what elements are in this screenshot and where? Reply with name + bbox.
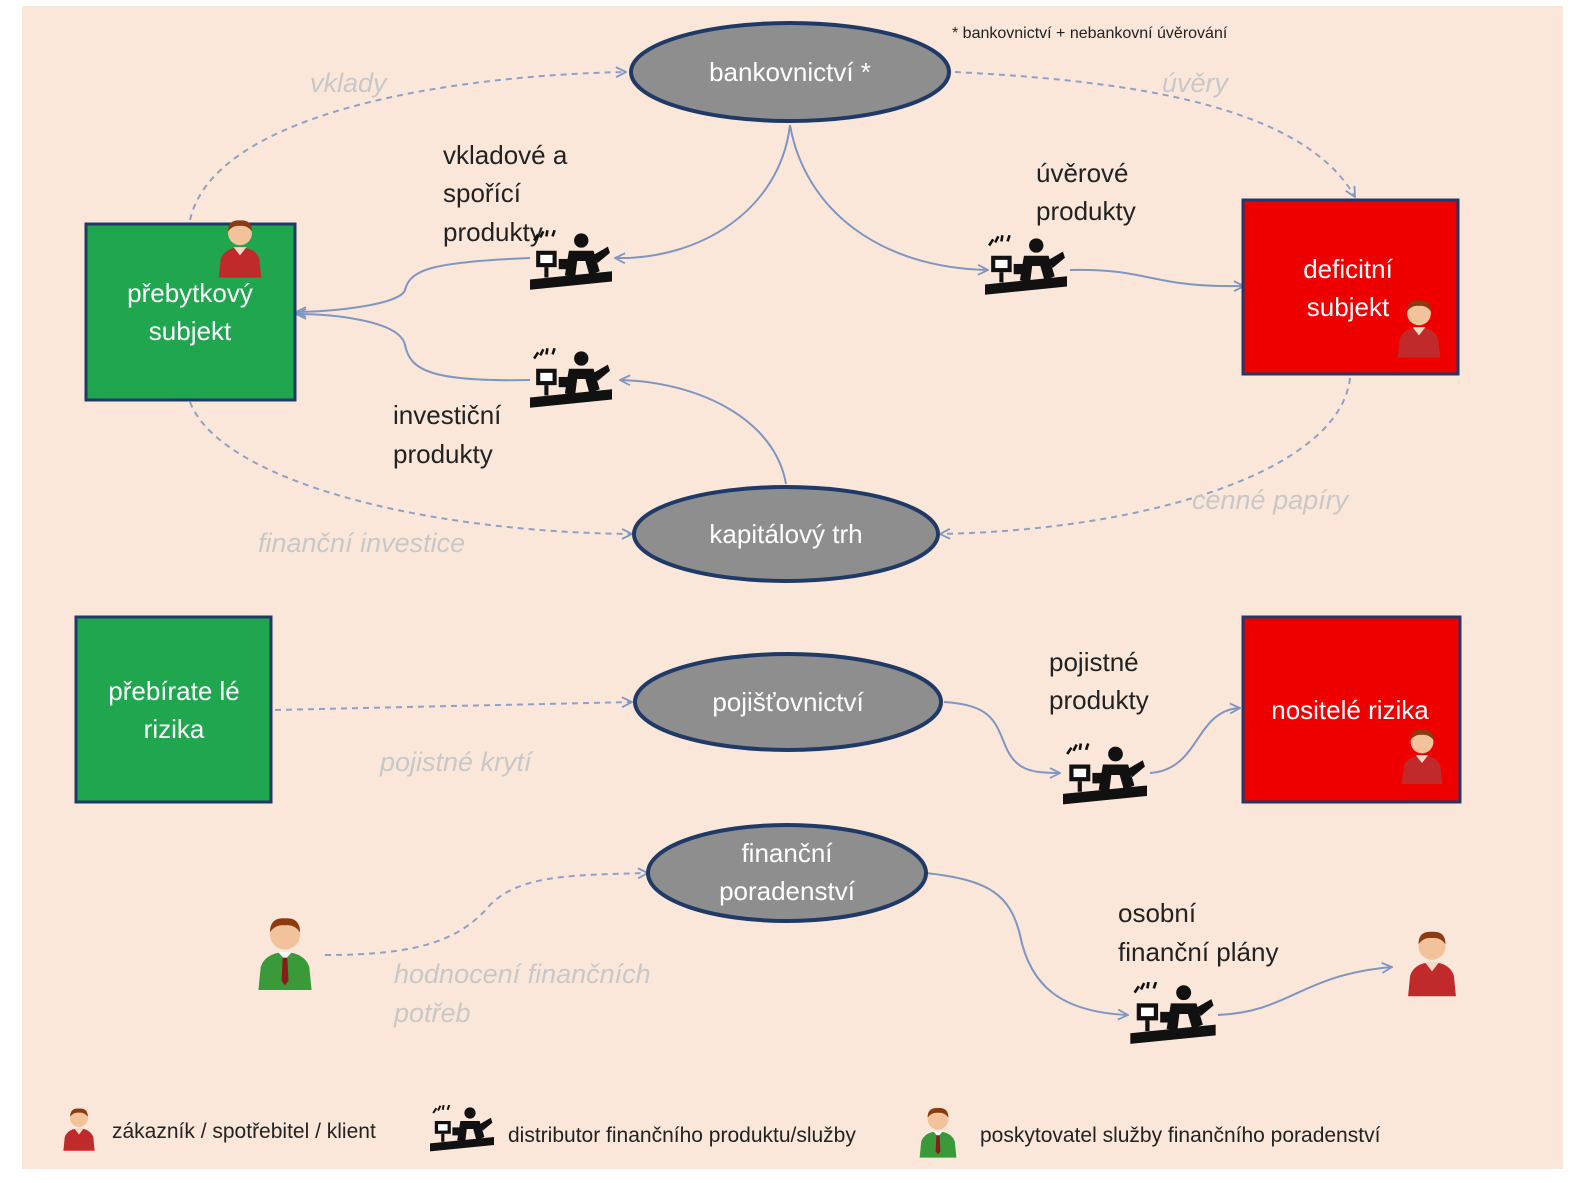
distributor-icon bbox=[985, 235, 1067, 296]
legend-advisor-label: poskytovatel služby finančního poradenst… bbox=[980, 1124, 1381, 1147]
distributor-icon bbox=[530, 348, 612, 409]
flow-credit-products-to-deficit bbox=[1069, 268, 1244, 286]
banking-label: bankovnictví * bbox=[709, 57, 871, 87]
banking-ellipse bbox=[629, 21, 951, 123]
dashed-flows bbox=[189, 71, 1355, 956]
flow-advisory-to-plans bbox=[925, 872, 1128, 1015]
capital-market-label: kapitálový trh bbox=[709, 519, 862, 549]
flow-loans bbox=[954, 71, 1355, 197]
advisory-ellipse bbox=[646, 823, 928, 923]
insurance-ellipse bbox=[633, 652, 943, 752]
flow-deposit-products-to-surplus bbox=[296, 257, 531, 312]
advisory-label-line1: finanční bbox=[741, 838, 833, 868]
risk-takers-box bbox=[74, 615, 273, 804]
credit-products-line2: produkty bbox=[1036, 196, 1136, 226]
credit-products-line1: úvěrové bbox=[1036, 158, 1129, 188]
surplus-box bbox=[84, 222, 297, 402]
insurance-products-line1: pojistné bbox=[1049, 647, 1139, 677]
deposit-products-line1: vkladové a bbox=[443, 140, 568, 170]
flow-bank-to-credit-products bbox=[789, 124, 988, 270]
deposit-products-line2: spořící bbox=[443, 178, 522, 208]
legend-customer-label: zákazník / spotřebitel / klient bbox=[112, 1120, 376, 1143]
insurance-products-line2: produkty bbox=[1049, 685, 1149, 715]
personal-plans-line1: osobní bbox=[1118, 898, 1197, 928]
legend-distributor-label: distributor finančního produktu/služby bbox=[508, 1124, 856, 1147]
financial-investment-label: finanční investice bbox=[258, 528, 465, 558]
loans-label: úvěry bbox=[1162, 68, 1230, 98]
flow-insurance-products-to-bearers bbox=[1149, 708, 1240, 774]
advisory-label-line2: poradenství bbox=[719, 876, 856, 906]
flow-capital-to-investment-products bbox=[620, 380, 787, 485]
flow-bank-to-deposit-products bbox=[615, 124, 791, 258]
surplus-label-line2: subjekt bbox=[149, 316, 232, 346]
investment-products-line1: investiční bbox=[393, 400, 502, 430]
flow-needs-assessment bbox=[324, 873, 648, 956]
risk-takers-label-line2: rizika bbox=[144, 714, 205, 744]
flow-investment-products-to-surplus bbox=[296, 314, 531, 382]
needs-assessment-line2: potřeb bbox=[393, 998, 471, 1028]
investment-products-line2: produkty bbox=[393, 439, 493, 469]
securities-label: cenné papíry bbox=[1192, 485, 1350, 515]
solid-flows bbox=[296, 124, 1392, 1016]
flow-securities bbox=[940, 377, 1351, 534]
risk-bearers-label: nositelé rizika bbox=[1271, 695, 1429, 725]
deficit-label-line1: deficitní bbox=[1303, 254, 1393, 284]
distributor-icon bbox=[1130, 982, 1216, 1046]
advisor-person-icon bbox=[258, 918, 312, 990]
insurance-label: pojišťovnictví bbox=[712, 687, 864, 717]
needs-assessment-line1: hodnocení finančních bbox=[394, 959, 651, 989]
surplus-label-line1: přebytkový bbox=[127, 278, 253, 308]
footnote: * bankovnictví + nebankovní úvěrování bbox=[952, 25, 1228, 42]
insurance-cover-label: pojistné krytí bbox=[379, 747, 534, 777]
deposits-label: vklady bbox=[310, 68, 388, 98]
capital-market-ellipse bbox=[632, 485, 940, 583]
legend-customer-icon bbox=[63, 1108, 95, 1151]
flow-financial-investment bbox=[189, 401, 632, 534]
flow-deposits bbox=[189, 72, 626, 221]
risk-takers-label-line1: přebírate lé bbox=[108, 676, 240, 706]
flow-plans-to-client bbox=[1217, 967, 1392, 1016]
customer-person-icon bbox=[1408, 931, 1456, 997]
distributor-icon bbox=[1063, 743, 1147, 806]
legend-distributor-icon bbox=[430, 1105, 494, 1153]
flow-insurance-to-insurance-products bbox=[943, 701, 1060, 773]
personal-plans-line2: finanční plány bbox=[1118, 937, 1278, 967]
deposit-products-line3: produkty bbox=[443, 217, 543, 247]
deficit-label-line2: subjekt bbox=[1307, 292, 1390, 322]
legend-advisor-icon bbox=[919, 1107, 957, 1158]
flow-insurance-cover bbox=[274, 702, 632, 711]
